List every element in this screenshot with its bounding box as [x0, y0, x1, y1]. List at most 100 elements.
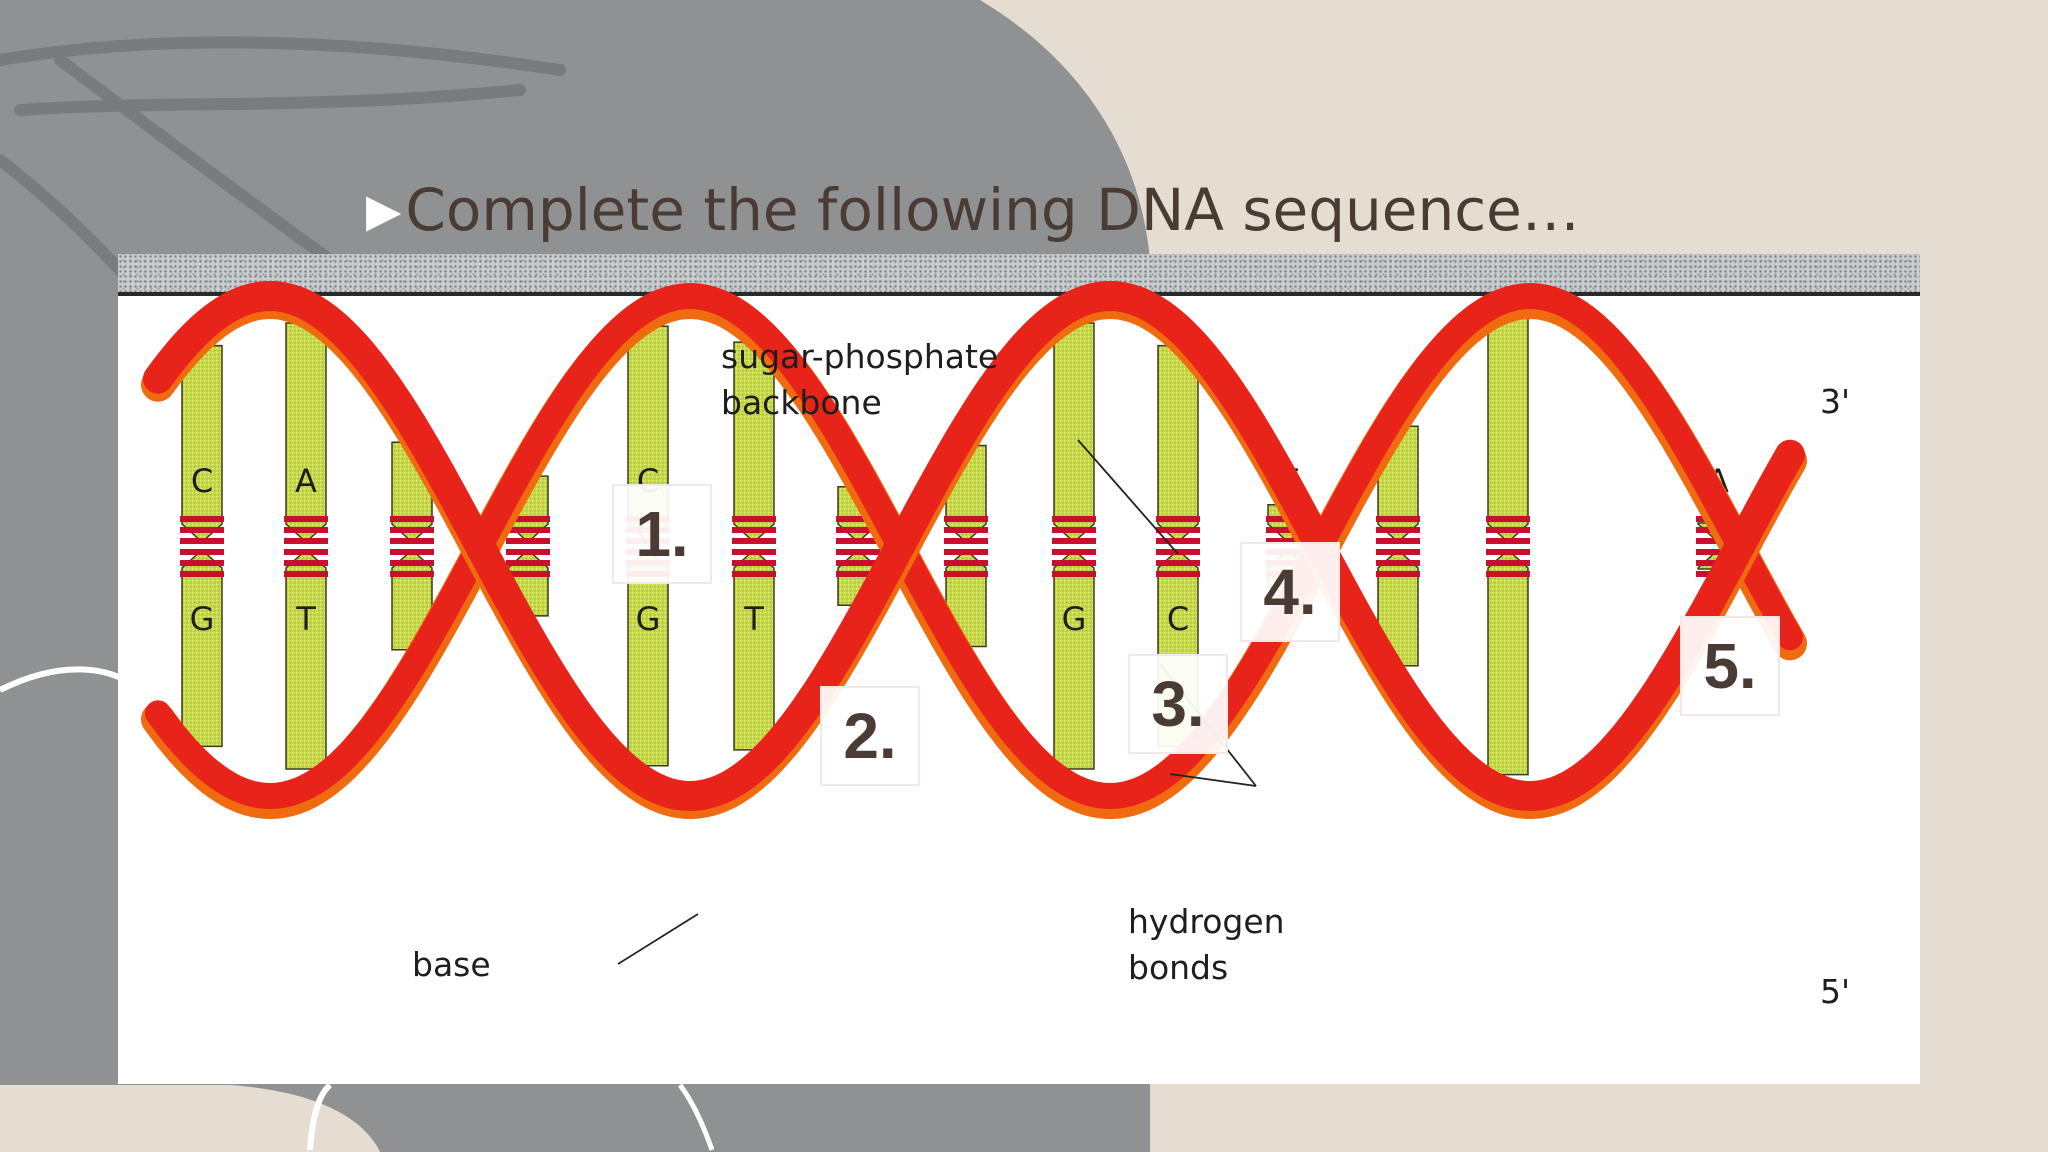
- hydrogen-bond-stripe: [944, 516, 988, 522]
- hydrogen-bond-stripe: [180, 571, 224, 577]
- hydrogen-bond-stripe: [732, 527, 776, 533]
- title-text: Complete the following DNA sequence…: [405, 176, 1580, 244]
- hydrogen-bond-stripe: [180, 549, 224, 555]
- backbone-label-line1: sugar-phosphate: [721, 337, 999, 376]
- hydrogen-bond-stripe: [1156, 527, 1200, 533]
- answer-box-3[interactable]: 3.: [1128, 654, 1228, 754]
- white-curve-bottom-left: [307, 1082, 333, 1151]
- hydrogen-bond-stripe: [1052, 527, 1096, 533]
- hydrogen-bond-stripe: [1376, 571, 1420, 577]
- hydrogen-bond-stripe: [944, 549, 988, 555]
- dna-helix-svg: CGATCGTAGCTAA: [141, 280, 1807, 965]
- hydrogen-bond-stripe: [1266, 527, 1310, 533]
- base-rung-top: [285, 322, 327, 544]
- backbone-label-line2: backbone: [721, 383, 882, 422]
- hydrogen-bond-stripe: [732, 538, 776, 544]
- hydrogen-label-line1: hydrogen: [1128, 902, 1285, 941]
- base-rung-bottom: [1487, 548, 1529, 776]
- hydrogen-bond-stripe: [944, 538, 988, 544]
- hydrogen-bond-stripe: [836, 527, 880, 533]
- hydrogen-bond-stripe: [1156, 538, 1200, 544]
- base-label: base: [412, 945, 491, 984]
- dna-diagram: CGATCGTAGCTAA sugar-phosphate backbone b…: [118, 254, 1920, 1084]
- hydrogen-bond-stripe: [1376, 549, 1420, 555]
- hydrogen-bond-stripe: [1052, 549, 1096, 555]
- base-rung-bottom: [1053, 548, 1095, 770]
- base-pointer-line: [617, 913, 699, 965]
- base-rung-bottom: [285, 548, 327, 770]
- hydrogen-bond-stripe: [1052, 571, 1096, 577]
- hydrogen-bond-stripe: [1052, 538, 1096, 544]
- base-letter-bottom: G: [190, 600, 215, 638]
- hydrogen-bond-stripe: [506, 560, 550, 566]
- hydrogen-bond-stripe: [1052, 560, 1096, 566]
- answer-box-2[interactable]: 2.: [820, 686, 920, 786]
- answer-box-5[interactable]: 5.: [1680, 616, 1780, 716]
- hydrogen-bond-stripe: [1486, 560, 1530, 566]
- hydrogen-bond-stripe: [836, 516, 880, 522]
- hydrogen-bond-stripe: [1376, 538, 1420, 544]
- hydrogen-bond-stripe: [506, 516, 550, 522]
- backbone-strand-front: [143, 280, 1805, 812]
- hydrogen-bond-stripe: [1156, 571, 1200, 577]
- hydrogen-bond-stripe: [732, 571, 776, 577]
- hydrogen-bond-stripe: [284, 549, 328, 555]
- hydrogen-label-line2: bonds: [1128, 948, 1229, 987]
- hydrogen-bond-stripe: [180, 560, 224, 566]
- hydrogen-bond-stripe: [390, 516, 434, 522]
- hydrogen-bond-stripe: [390, 571, 434, 577]
- end-label-3prime: 3': [1820, 382, 1851, 421]
- hydrogen-bond-stripe: [284, 538, 328, 544]
- hydrogen-bond-stripe: [180, 538, 224, 544]
- figure-top-band: [118, 254, 1920, 296]
- base-rung-bottom: [1377, 548, 1419, 667]
- hydrogen-bond-stripe: [506, 571, 550, 577]
- backbone-strand-back: [145, 282, 1803, 810]
- hydrogen-bond-stripe: [836, 560, 880, 566]
- hydrogen-bond-stripe: [732, 516, 776, 522]
- hydrogen-bond-stripe: [180, 527, 224, 533]
- hydrogen-bond-stripe: [944, 527, 988, 533]
- hydrogen-bond-stripe: [390, 527, 434, 533]
- hydrogen-bond-stripe: [1486, 527, 1530, 533]
- backbone-pointer-line: [1077, 439, 1179, 555]
- white-curve-bottom-mid: [677, 1083, 715, 1151]
- bullet-icon: ▶: [366, 183, 402, 237]
- base-rung-bottom: [181, 548, 223, 748]
- backbone-label: sugar-phosphate backbone: [721, 334, 998, 426]
- hydrogen-bond-stripe: [944, 571, 988, 577]
- answer-box-4[interactable]: 4.: [1240, 542, 1340, 642]
- hydrogen-bond-stripe: [1376, 560, 1420, 566]
- hydrogen-bond-stripe: [284, 560, 328, 566]
- base-rung-top: [1053, 322, 1095, 544]
- hydrogen-bond-stripe: [1156, 560, 1200, 566]
- hydrogen-bond-stripe: [836, 549, 880, 555]
- hydrogen-bond-stripe: [1486, 516, 1530, 522]
- hydrogen-bond-stripe: [836, 538, 880, 544]
- base-rung-top: [1157, 344, 1199, 544]
- hydrogen-bond-stripe: [390, 560, 434, 566]
- hydrogen-bond-stripe: [1052, 516, 1096, 522]
- hydrogen-bond-stripe: [732, 549, 776, 555]
- base-letter-bottom: T: [295, 600, 316, 638]
- hydrogen-bonds-label: hydrogen bonds: [1128, 899, 1285, 991]
- hydrogen-bond-stripe: [284, 527, 328, 533]
- end-label-5prime: 5': [1820, 972, 1851, 1011]
- hydrogen-bond-stripe: [1156, 516, 1200, 522]
- hydrogen-bond-stripe: [180, 516, 224, 522]
- hydrogen-bond-stripe: [732, 560, 776, 566]
- hydrogen-pointer-line-2: [1169, 773, 1257, 787]
- answer-box-1[interactable]: 1.: [612, 484, 712, 584]
- base-letter-bottom: C: [1167, 600, 1189, 638]
- hydrogen-bond-stripe: [284, 571, 328, 577]
- slide-title: ▶ Complete the following DNA sequence…: [366, 170, 1580, 250]
- base-letter-top: A: [295, 462, 317, 500]
- hydrogen-bond-stripe: [1156, 549, 1200, 555]
- base-rung-top: [1487, 316, 1529, 544]
- hydrogen-bond-stripe: [1696, 549, 1740, 555]
- hydrogen-bond-stripe: [284, 516, 328, 522]
- hydrogen-bond-stripe: [1376, 527, 1420, 533]
- base-rung-top: [181, 344, 223, 544]
- hydrogen-bond-stripe: [1266, 538, 1310, 544]
- hydrogen-bond-stripe: [944, 560, 988, 566]
